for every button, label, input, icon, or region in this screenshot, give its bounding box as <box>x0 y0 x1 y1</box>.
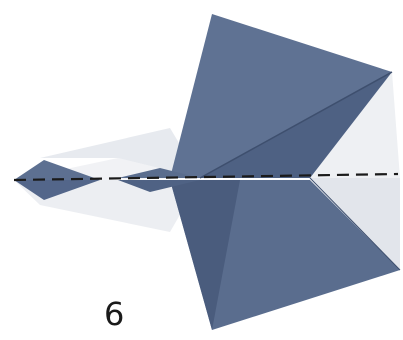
step-number: 6 <box>104 298 124 330</box>
